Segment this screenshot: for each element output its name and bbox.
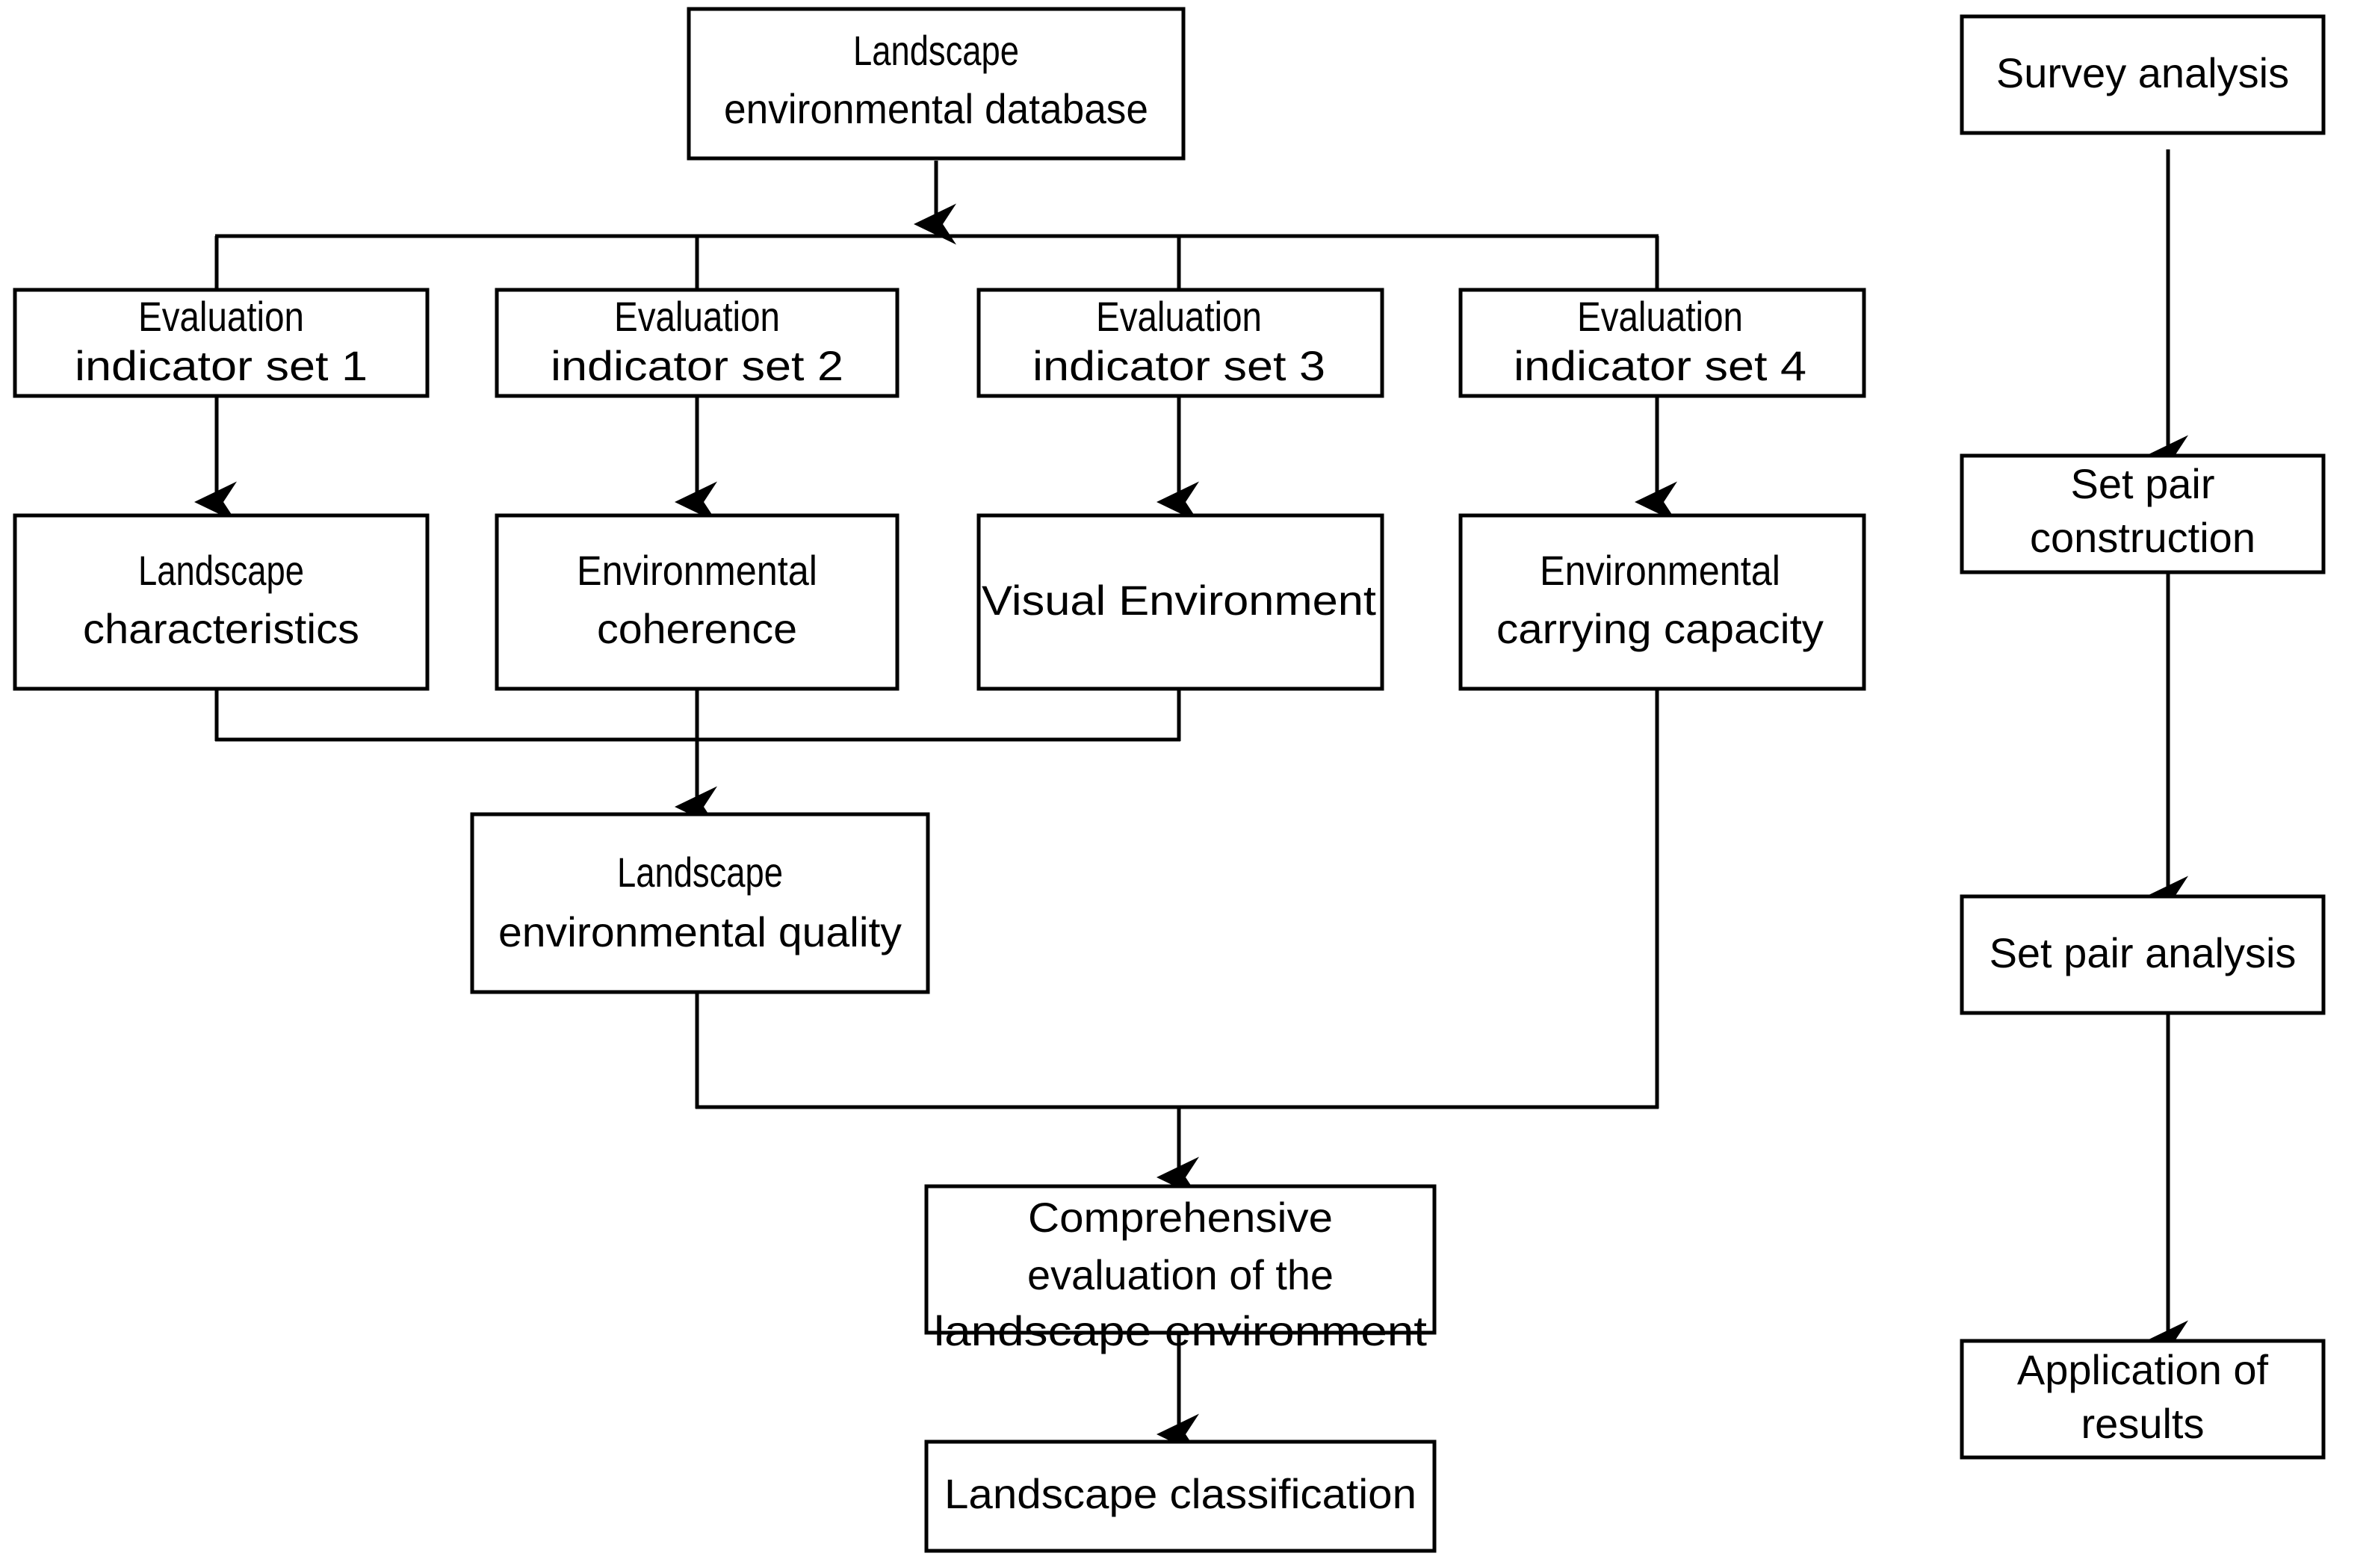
node-label-line: Application of: [2017, 1346, 2269, 1393]
node-survey-analysis[interactable]: Survey analysis: [1960, 14, 2326, 135]
node-landscape-characteristics[interactable]: Landscape characteristics: [13, 513, 430, 691]
node-set-pair-analysis[interactable]: Set pair analysis: [1960, 894, 2326, 1015]
node-label-line: indicator set 2: [551, 342, 843, 389]
node-environmental-carrying-capacity[interactable]: Environmental carrying capacity: [1458, 513, 1866, 691]
node-label-line: carrying capacity: [1496, 605, 1824, 652]
node-application-of-results[interactable]: Application of results: [1960, 1339, 2326, 1460]
node-landscape-classification[interactable]: Landscape classification: [924, 1440, 1437, 1553]
node-label-line: coherence: [597, 605, 797, 652]
node-label-line: Environmental: [577, 547, 817, 594]
node-label-line: environmental database: [724, 85, 1148, 132]
node-label-line: indicator set 4: [1514, 342, 1806, 389]
node-label-line: results: [2081, 1400, 2205, 1447]
node-evaluation-indicator-set-3[interactable]: Evaluation indicator set 3: [976, 288, 1384, 398]
node-comprehensive-evaluation[interactable]: Comprehensive evaluation of the landscap…: [924, 1184, 1437, 1354]
node-label-line: Set pair: [2071, 460, 2215, 507]
node-label-line: indicator set 3: [1032, 342, 1325, 389]
node-label-line: Set pair analysis: [1990, 929, 2297, 976]
node-label-line: Evaluation: [1096, 293, 1262, 340]
node-label-line: Environmental: [1540, 547, 1780, 594]
node-label-line: indicator set 1: [75, 342, 368, 389]
node-label-line: environmental quality: [498, 908, 902, 955]
node-visual-environment[interactable]: Visual Environment: [976, 513, 1384, 691]
node-label-line: Landscape classification: [944, 1470, 1416, 1517]
node-label-line: landscape environment: [934, 1307, 1428, 1354]
node-label-line: Evaluation: [614, 293, 780, 340]
node-label-line: Landscape: [138, 547, 304, 594]
node-label-line: Survey analysis: [1996, 49, 2289, 96]
node-evaluation-indicator-set-4[interactable]: Evaluation indicator set 4: [1458, 288, 1866, 398]
node-landscape-environmental-database[interactable]: Landscape environmental database: [687, 7, 1186, 161]
node-label-line: Comprehensive: [1028, 1194, 1333, 1241]
dimension-merge-bus: [214, 689, 1181, 828]
node-label-line: Evaluation: [138, 293, 304, 340]
node-label-line: construction: [2030, 514, 2255, 561]
node-label-line: evaluation of the: [1027, 1251, 1334, 1298]
node-landscape-environmental-quality[interactable]: Landscape environmental quality: [470, 812, 930, 994]
node-label-line: Landscape: [617, 849, 783, 896]
indicator-bus: [214, 234, 1659, 290]
node-environmental-coherence[interactable]: Environmental coherence: [495, 513, 899, 691]
node-evaluation-indicator-set-2[interactable]: Evaluation indicator set 2: [495, 288, 899, 398]
node-label-line: Landscape: [853, 27, 1019, 74]
node-evaluation-indicator-set-1[interactable]: Evaluation indicator set 1: [13, 288, 430, 398]
lower-merge-bus: [695, 689, 1659, 1198]
node-label-line: Visual Environment: [982, 577, 1376, 624]
node-label-line: characteristics: [83, 605, 359, 652]
node-label-line: Evaluation: [1577, 293, 1743, 340]
node-set-pair-construction[interactable]: Set pair construction: [1960, 453, 2326, 574]
